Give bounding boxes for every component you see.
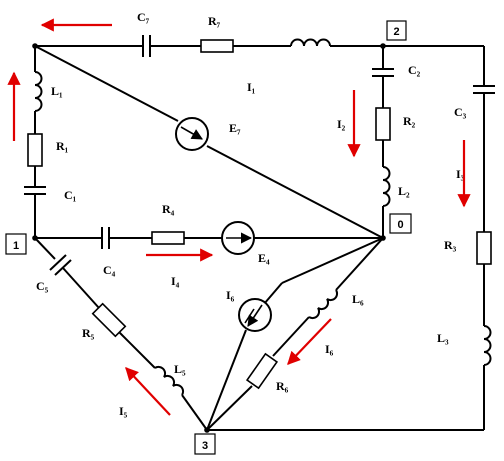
label-l5: L₅ <box>174 362 186 376</box>
branch-e7 <box>34 45 384 239</box>
label-r6: R₆ <box>276 379 289 393</box>
current-source-i6-double-arrow <box>244 308 255 324</box>
label-i6-source: I₆ <box>226 288 235 302</box>
junction-a <box>32 43 38 49</box>
resistor-r6 <box>245 352 279 390</box>
label-e4: E₄ <box>258 251 270 265</box>
label-c7: C₇ <box>137 10 150 24</box>
label-i4: I₄ <box>171 274 180 288</box>
node-0-label: 0 <box>389 213 412 234</box>
label-r5: R₅ <box>82 326 95 340</box>
branch-top <box>35 35 484 57</box>
label-l1: L₁ <box>51 84 63 98</box>
label-i3: I₃ <box>456 167 465 181</box>
junction-0 <box>380 235 386 241</box>
svg-text:0: 0 <box>397 219 403 231</box>
label-l3: L₃ <box>437 331 449 345</box>
label-e7: E₇ <box>229 121 241 135</box>
inductor-l3 <box>483 325 492 366</box>
junction-1 <box>32 235 38 241</box>
label-r3: R₃ <box>444 238 457 252</box>
label-l6: L₆ <box>352 292 364 306</box>
label-c4: C₄ <box>103 263 116 277</box>
label-r2: R₂ <box>403 114 416 128</box>
node-3-label: 3 <box>194 433 216 455</box>
svg-text:1: 1 <box>13 240 19 252</box>
label-c3: C₃ <box>454 105 467 119</box>
node-1-label: 1 <box>5 233 27 255</box>
branch-4 <box>35 221 383 255</box>
branch-left <box>24 46 46 238</box>
inductor-l5 <box>154 365 185 396</box>
resistor-r7 <box>200 39 234 53</box>
junction-2 <box>380 43 386 49</box>
branch-6 <box>206 237 384 431</box>
label-i6-branch: I₆ <box>325 342 334 356</box>
svg-text:2: 2 <box>393 26 399 38</box>
resistor-r2 <box>375 107 391 141</box>
junction-3 <box>204 427 210 433</box>
inductor-l1 <box>34 71 43 112</box>
branch-2-0 <box>372 46 394 238</box>
svg-text:3: 3 <box>202 440 208 452</box>
arrow-i6 <box>287 318 332 365</box>
current-arrows <box>7 18 471 416</box>
label-r7: R₇ <box>208 14 221 28</box>
label-r1: R₁ <box>56 139 69 153</box>
inductor-l2 <box>382 166 391 207</box>
arrow-i5 <box>125 367 171 416</box>
label-c5: C₅ <box>36 279 49 293</box>
capacitor-c5-plate-b <box>54 259 72 276</box>
branch-i6-source <box>206 237 384 431</box>
resistor-r4 <box>151 231 185 245</box>
label-i5: I₅ <box>119 404 128 418</box>
branch-right <box>207 46 495 431</box>
label-i2: I₂ <box>337 117 346 131</box>
resistor-r3 <box>476 231 492 265</box>
resistor-r1 <box>27 133 43 167</box>
resistor-r5 <box>91 302 127 338</box>
inductor-l6 <box>308 289 339 320</box>
label-r4: R₄ <box>162 202 175 216</box>
label-c2: C₂ <box>408 63 421 77</box>
node-2-label: 2 <box>386 20 407 41</box>
branch-5 <box>34 237 208 431</box>
inductor-l7 <box>290 38 331 47</box>
label-i1: I₁ <box>247 80 256 94</box>
label-c1: C₁ <box>64 188 77 202</box>
label-l2: L₂ <box>398 184 410 198</box>
capacitor-c5-plate-a <box>49 254 67 271</box>
